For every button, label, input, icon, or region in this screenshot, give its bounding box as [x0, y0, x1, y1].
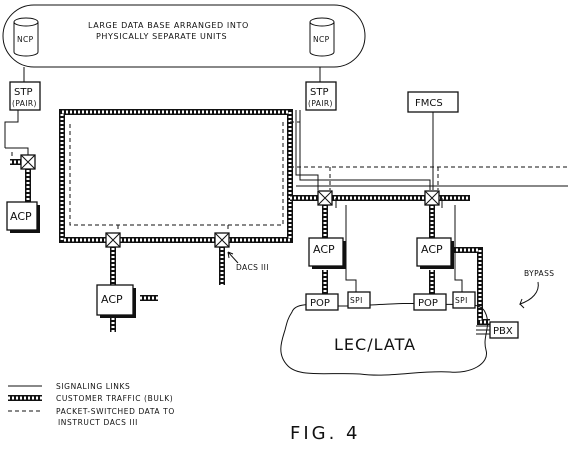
pop-1-label: POP	[310, 298, 330, 309]
figure-label: FIG. 4	[290, 423, 361, 444]
stp-right-line1: STP	[310, 87, 329, 98]
dacs-switch-bottom-left	[105, 232, 121, 248]
acp-box-right-1: ACP	[308, 237, 346, 269]
stp-left-line1: STP	[14, 87, 33, 98]
ncp-right-label: NCP	[313, 35, 330, 44]
acp-bottom-label: ACP	[101, 293, 123, 306]
pop-2-label: POP	[418, 298, 438, 309]
fmcs-box: FMCS	[407, 91, 459, 113]
ncp-left-label: NCP	[17, 35, 34, 44]
spi-box-1: SPI	[347, 291, 371, 309]
legend-packet-label-line2: INSTRUCT DACS III	[58, 418, 138, 427]
pop-box-2: POP	[413, 293, 447, 311]
stp-left-line2: (PAIR)	[12, 99, 37, 108]
pbx-label: PBX	[493, 326, 513, 337]
ncp-left-cylinder: NCP	[13, 17, 39, 57]
signaling-lines	[4, 110, 568, 292]
spi-2-label: SPI	[455, 296, 468, 305]
pop-box-1: POP	[305, 293, 339, 311]
stp-right-box: STP (PAIR)	[305, 81, 337, 111]
ncp-right-cylinder: NCP	[309, 17, 335, 57]
fmcs-label: FMCS	[415, 98, 443, 109]
dacs-switch-bottom-right	[214, 232, 230, 248]
bypass-label: BYPASS	[524, 269, 554, 278]
dacs-arrow	[227, 251, 239, 264]
lec-lata-label: LEC/LATA	[334, 335, 416, 354]
dacs-switch-left	[20, 154, 36, 170]
acp-left-label: ACP	[10, 210, 32, 223]
dacs-switch-right-1	[317, 190, 333, 206]
acp-right-2-label: ACP	[421, 243, 443, 256]
acp-box-left: ACP	[6, 201, 40, 233]
stp-right-line2: (PAIR)	[308, 99, 333, 108]
database-label-line2: PHYSICALLY SEPARATE UNITS	[96, 32, 227, 41]
pbx-box: PBX	[476, 321, 519, 339]
legend: SIGNALING LINKS CUSTOMER TRAFFIC (BULK) …	[8, 382, 175, 427]
bypass-arrow	[519, 281, 539, 309]
dacs-label: DACS III	[236, 263, 269, 272]
stp-left-box: STP (PAIR)	[9, 81, 41, 111]
packet-switched-lines	[69, 121, 568, 232]
legend-packet-label-line1: PACKET-SWITCHED DATA TO	[56, 407, 175, 416]
acp-box-right-2: ACP	[416, 237, 454, 269]
lec-lata-cloud	[280, 302, 489, 376]
database-label-line1: LARGE DATA BASE ARRANGED INTO	[88, 21, 249, 30]
dacs-switch-right-2	[424, 190, 440, 206]
dacs-switches	[20, 154, 440, 248]
acp-right-1-label: ACP	[313, 243, 335, 256]
legend-customer-label: CUSTOMER TRAFFIC (BULK)	[56, 394, 173, 403]
spi-box-2: SPI	[452, 291, 476, 309]
legend-signaling-label: SIGNALING LINKS	[56, 382, 130, 391]
database-container	[2, 4, 366, 68]
spi-1-label: SPI	[350, 296, 363, 305]
acp-box-bottom: ACP	[96, 284, 136, 318]
